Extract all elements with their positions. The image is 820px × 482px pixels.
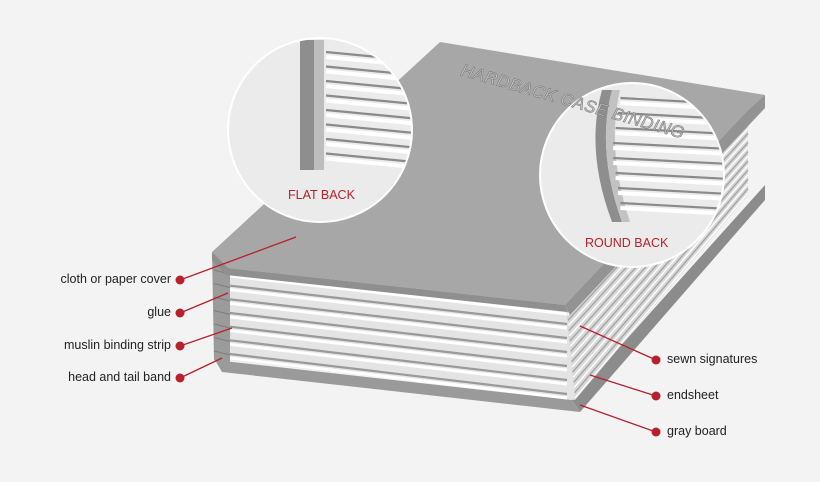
callout-dot-signatures	[651, 355, 661, 365]
round-signature-line	[620, 201, 724, 211]
flat-back-detail	[227, 37, 413, 223]
round-back-label: ROUND BACK	[585, 236, 669, 250]
spine-line	[213, 283, 231, 288]
label-muslin-strip: muslin binding strip	[64, 338, 171, 352]
flat-signature-line	[325, 108, 412, 122]
round-signature-line	[615, 131, 724, 141]
signature-line	[229, 339, 568, 382]
signature-line	[229, 315, 568, 358]
flat-signature-line	[325, 152, 412, 165]
round-signature-line	[613, 141, 724, 151]
callout-dot-cover	[175, 275, 185, 285]
signature-line	[229, 284, 568, 326]
page-edge-line	[573, 178, 749, 383]
label-endsheet: endsheet	[667, 388, 719, 402]
signature-line	[229, 356, 568, 400]
flat-signature-line	[325, 69, 412, 84]
callout-dot-band	[175, 373, 185, 383]
page-edge-line	[574, 192, 749, 399]
callout-dot-endsheet	[651, 391, 661, 401]
back-cover-board	[215, 185, 765, 412]
spine-line	[213, 350, 231, 356]
label-cloth-cover: cloth or paper cover	[60, 272, 171, 286]
label-head-tail-band: head and tail band	[68, 370, 171, 384]
flat-signature-line	[325, 84, 412, 98]
round-signature-line	[617, 186, 724, 196]
flat-signature-line	[325, 65, 412, 78]
flat-signature-line	[325, 79, 412, 93]
label-glue: glue	[147, 305, 171, 319]
round-signature-line	[615, 171, 724, 181]
flat-signature-line	[325, 142, 412, 156]
spine-line	[213, 310, 231, 315]
round-signature-line	[620, 206, 724, 216]
flat-signature-line	[325, 127, 412, 142]
flat-signature-line	[325, 123, 412, 136]
callout-dot-glue	[175, 308, 185, 318]
flat-signature-line	[325, 55, 412, 69]
callout-dot-grayboard	[651, 427, 661, 437]
signature-line	[229, 311, 568, 354]
label-gray-board: gray board	[667, 424, 727, 438]
signature-line	[229, 352, 568, 396]
flat-back-label: FLAT BACK	[288, 188, 355, 202]
spine-line	[213, 337, 231, 342]
callout-dots	[175, 275, 661, 437]
page-edge-line	[573, 187, 749, 394]
round-signature-line	[615, 176, 724, 186]
round-signature-line	[617, 191, 724, 201]
label-sewn-signatures: sewn signatures	[667, 352, 758, 366]
signature-line	[229, 274, 568, 316]
round-back-detail	[539, 82, 725, 268]
callout-dot-muslin	[175, 341, 185, 351]
flat-signature-line	[325, 98, 412, 113]
signature-line	[229, 288, 568, 330]
round-signature-line	[613, 146, 724, 156]
flat-signature-line	[325, 113, 412, 127]
signature-line	[229, 301, 568, 344]
flat-signature-line	[325, 137, 412, 151]
round-signature-line	[613, 161, 724, 171]
spine	[212, 252, 231, 368]
signature-line	[229, 342, 568, 386]
callout-lines	[179, 236, 657, 433]
signature-line	[229, 298, 568, 340]
spine-line	[213, 323, 231, 329]
page-edge-line	[573, 183, 749, 389]
flat-signature-line	[325, 94, 412, 107]
page-edge-line	[572, 174, 749, 378]
flat-signature-line	[325, 156, 412, 171]
signature-line	[229, 329, 568, 372]
round-signature-line	[613, 156, 724, 166]
round-signature-line	[615, 126, 724, 136]
signature-line	[229, 325, 568, 368]
